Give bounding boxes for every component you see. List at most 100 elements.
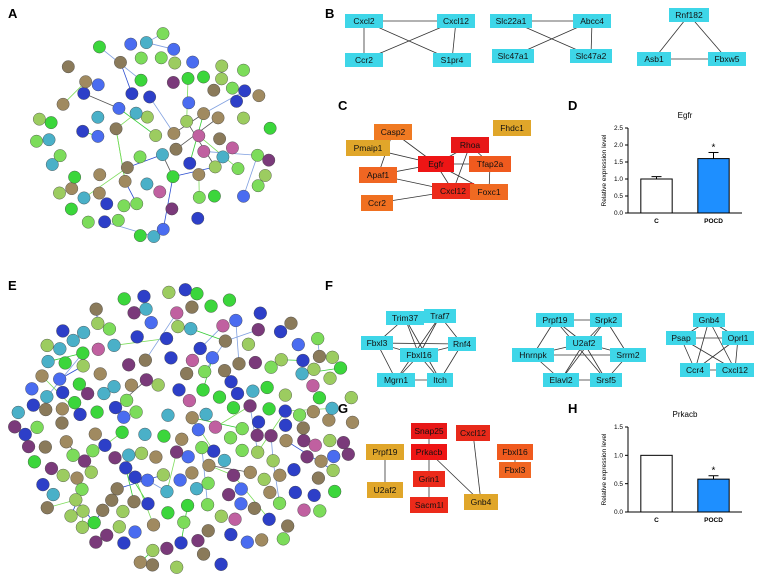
network-node bbox=[167, 126, 181, 140]
network-node bbox=[215, 72, 228, 86]
gene-label: Rnf182 bbox=[675, 10, 703, 20]
network-node bbox=[214, 509, 228, 523]
y-tick-label: 1.5 bbox=[614, 159, 623, 166]
gene-label: Slc22a1 bbox=[496, 16, 527, 26]
network-node bbox=[112, 520, 126, 534]
gene-label: Rnf4 bbox=[453, 339, 471, 349]
network-node bbox=[102, 322, 117, 336]
network-node bbox=[55, 402, 69, 416]
network-node bbox=[108, 400, 123, 415]
hub-label: Fbxl3 bbox=[505, 465, 526, 475]
network-node bbox=[64, 202, 78, 216]
network-node bbox=[252, 89, 266, 103]
network-node bbox=[253, 306, 267, 320]
y-tick-label: 0.5 bbox=[614, 193, 623, 200]
network-node bbox=[164, 351, 178, 365]
x-category-label: POCD bbox=[704, 517, 723, 524]
network-node bbox=[68, 396, 82, 410]
network-node bbox=[41, 354, 55, 369]
hub-label: Gnb4 bbox=[471, 497, 492, 507]
network-node bbox=[46, 487, 60, 502]
network-node bbox=[151, 378, 165, 392]
network-node bbox=[182, 96, 196, 110]
network-node bbox=[281, 519, 295, 533]
y-tick-label: 0.0 bbox=[614, 509, 623, 516]
gene-label: Srpk2 bbox=[595, 315, 617, 325]
network-node bbox=[192, 168, 206, 181]
network-node bbox=[243, 399, 257, 413]
network-node bbox=[336, 436, 351, 450]
network-node bbox=[35, 369, 49, 383]
network-node bbox=[134, 446, 149, 460]
network-node bbox=[195, 440, 209, 455]
network-node bbox=[234, 497, 248, 511]
network-node bbox=[237, 189, 250, 203]
network-node bbox=[185, 411, 199, 425]
network-node bbox=[107, 380, 121, 394]
chart-title: Egfr bbox=[678, 111, 693, 120]
network-node bbox=[144, 316, 158, 330]
gene-node bbox=[437, 14, 475, 28]
network-node bbox=[217, 453, 232, 468]
network-node bbox=[251, 415, 266, 429]
network-node bbox=[169, 445, 184, 459]
network-node bbox=[81, 387, 95, 401]
gene-label: Slc47a2 bbox=[576, 51, 607, 61]
y-tick-label: 0.5 bbox=[614, 481, 623, 488]
network-node bbox=[77, 87, 91, 100]
hub-label: Prkacb bbox=[416, 447, 443, 457]
network-node bbox=[40, 501, 54, 515]
gene-node bbox=[573, 14, 611, 28]
network-node bbox=[92, 186, 106, 200]
cluster-b3: Rnf182 Asb1 Fbxw5 bbox=[637, 8, 746, 66]
network-node bbox=[128, 470, 142, 484]
hub-node bbox=[469, 156, 511, 172]
hub-node bbox=[493, 120, 531, 136]
cluster-b1: Cxcl2 Cxcl12 Ccr2 S1pr4 bbox=[345, 14, 475, 67]
gene-node bbox=[722, 331, 754, 345]
network-node bbox=[166, 170, 180, 184]
network-node bbox=[183, 156, 197, 170]
network-node bbox=[215, 59, 229, 73]
network-node bbox=[98, 215, 112, 229]
network-node bbox=[237, 63, 250, 77]
network-node bbox=[177, 515, 191, 529]
network-node bbox=[193, 341, 207, 356]
network-node bbox=[262, 153, 276, 167]
network-node bbox=[182, 394, 197, 408]
network-node bbox=[8, 420, 22, 434]
network-node bbox=[115, 425, 129, 439]
gene-node bbox=[512, 348, 554, 362]
network-node bbox=[146, 518, 161, 532]
network-node bbox=[70, 471, 84, 485]
hub-label: Grin1 bbox=[419, 474, 440, 484]
network-node bbox=[308, 438, 322, 452]
network-node bbox=[18, 427, 32, 442]
gene-node bbox=[345, 53, 383, 67]
network-node bbox=[211, 111, 225, 125]
gene-node bbox=[610, 348, 646, 362]
panel-letter-a: A bbox=[8, 6, 18, 21]
x-category-label: C bbox=[654, 517, 659, 524]
network-node bbox=[89, 535, 103, 549]
network-node bbox=[200, 498, 215, 512]
network-node bbox=[143, 90, 157, 104]
network-edge bbox=[117, 474, 164, 490]
gene-label: Cxcl12 bbox=[722, 365, 748, 375]
gene-label: Mgrn1 bbox=[384, 375, 408, 385]
network-node bbox=[202, 458, 216, 473]
network-node bbox=[328, 484, 342, 499]
network-node bbox=[190, 287, 204, 301]
network-node bbox=[40, 390, 54, 404]
network-node bbox=[93, 367, 107, 381]
network-node bbox=[197, 145, 211, 158]
network-node bbox=[40, 338, 54, 353]
network-node bbox=[125, 87, 139, 101]
network-node bbox=[246, 384, 260, 398]
network-node bbox=[154, 51, 168, 65]
gene-node bbox=[590, 373, 622, 387]
network-node bbox=[307, 362, 321, 376]
network-node bbox=[77, 325, 91, 340]
network-node bbox=[39, 402, 53, 417]
